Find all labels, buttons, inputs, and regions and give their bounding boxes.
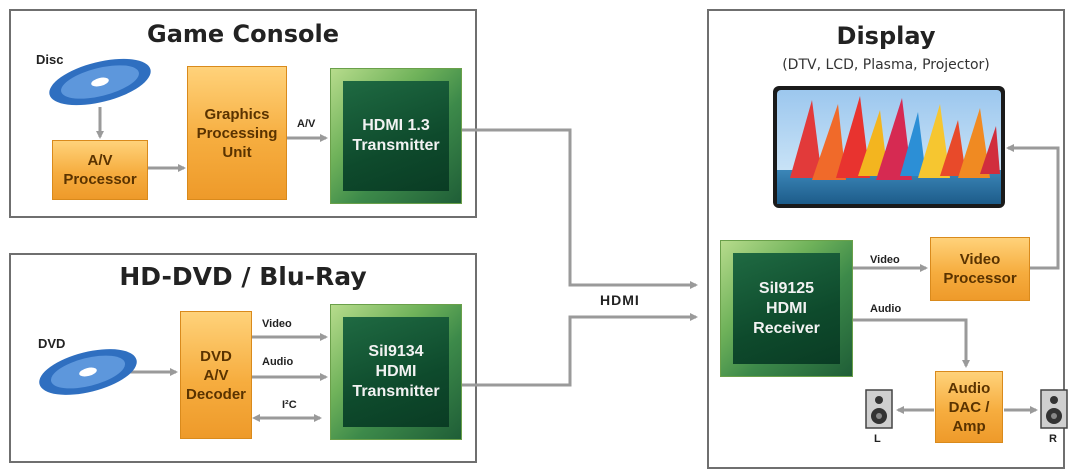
hdmi-link-hddvd [462,313,698,387]
sii9134-transmitter-label: SiI9134 HDMI Transmitter [343,317,449,427]
video-processor-box: Video Processor [930,237,1030,301]
receiver-video-label: Video [870,254,900,266]
right-speaker-icon [1040,389,1068,429]
right-speaker-label: R [1049,433,1057,445]
video-processor-to-screen-wire [1006,144,1060,270]
dvd-label: DVD [38,336,66,351]
hdmi-13-transmitter-label: HDMI 1.3 Transmitter [343,81,449,191]
left-speaker-label: L [874,433,881,445]
left-speaker-icon [865,389,893,429]
sii9125-receiver-label: SiI9125 HDMI Receiver [733,253,840,364]
sii9134-transmitter-chip: SiI9134 HDMI Transmitter [330,304,462,440]
receiver-audio-label: Audio [870,303,902,315]
i2c-label: I²C [282,399,297,411]
av-processor-box: A/V Processor [52,140,148,200]
receiver-audio-wire [853,318,970,368]
hddvd-title: HD-DVD / Blu-Ray [119,262,367,291]
decoder-audio-label: Audio [262,356,294,368]
display-title: Display [836,22,936,50]
display-subtitle: (DTV, LCD, Plasma, Projector) [782,57,990,73]
hdmi-13-transmitter-chip: HDMI 1.3 Transmitter [330,68,462,204]
sii9125-receiver-chip: SiI9125 HDMI Receiver [720,240,853,377]
game-console-title: Game Console [147,20,339,48]
dvd-disc-icon [39,349,137,395]
signal-wires [39,58,1068,429]
display-screen-image [773,86,1005,208]
audio-dac-box: Audio DAC / Amp [935,371,1003,443]
hdmi-link-game-console [462,128,698,289]
disc-icon [49,58,151,106]
decoder-video-label: Video [262,318,292,330]
hdmi-link-label: HDMI [600,292,640,308]
av-link-label: A/V [297,118,316,130]
gpu-box: Graphics Processing Unit [187,66,287,200]
dvd-decoder-box: DVD A/V Decoder [180,311,252,439]
disc-label: Disc [36,52,64,67]
